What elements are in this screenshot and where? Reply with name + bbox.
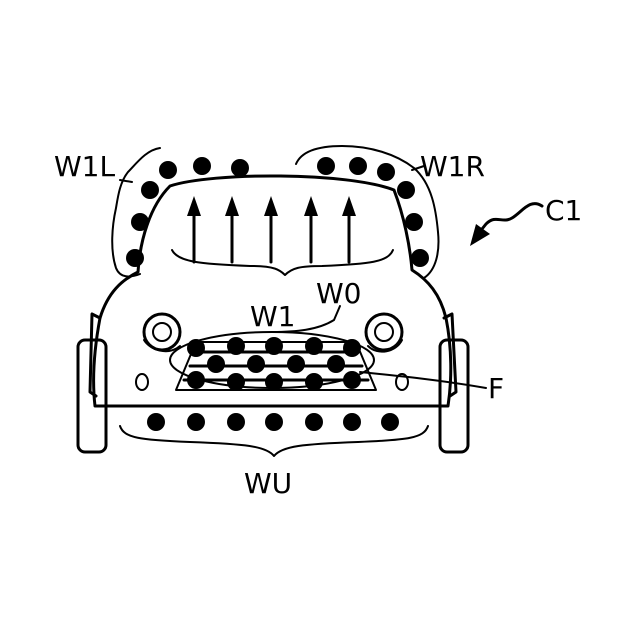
droplet-dot — [227, 373, 245, 391]
right-headlight — [366, 314, 402, 352]
droplet-dot — [305, 337, 323, 355]
droplet-dot — [265, 373, 283, 391]
droplet-dot — [265, 413, 283, 431]
droplet-dot — [207, 355, 225, 373]
droplet-dot — [317, 157, 335, 175]
left-fog-lamp — [136, 374, 148, 390]
label-w1l: W1L — [54, 150, 116, 183]
label-f: F — [488, 372, 504, 405]
droplet-dot — [247, 355, 265, 373]
droplet-dot — [349, 157, 367, 175]
droplet-dot — [327, 355, 345, 373]
droplet-dot — [287, 355, 305, 373]
droplet-dot — [147, 413, 165, 431]
airflow-arrowhead — [304, 196, 318, 216]
droplet-dot — [131, 213, 149, 231]
droplet-dot — [411, 249, 429, 267]
left-headlight — [144, 314, 180, 351]
airflow-arrowhead — [187, 196, 201, 216]
droplet-dot — [343, 339, 361, 357]
droplet-dot — [126, 249, 144, 267]
droplet-dot — [343, 413, 361, 431]
label-w1r: W1R — [420, 150, 485, 183]
windshield-inner-bracket — [172, 250, 393, 275]
label-c1: C1 — [545, 194, 582, 227]
droplet-dot — [305, 413, 323, 431]
droplet-dot — [187, 413, 205, 431]
droplet-dot — [305, 373, 323, 391]
airflow-arrowhead — [342, 196, 356, 216]
droplet-dot — [343, 371, 361, 389]
droplet-dot — [187, 371, 205, 389]
wu-dots — [147, 413, 399, 431]
droplet-dot — [159, 161, 177, 179]
droplet-dot — [265, 337, 283, 355]
droplet-dot — [377, 163, 395, 181]
airflow-arrowhead — [264, 196, 278, 216]
c1-leader-arrowhead — [470, 224, 490, 246]
airflow-arrowhead — [225, 196, 239, 216]
droplet-dot — [227, 413, 245, 431]
droplet-dot — [227, 337, 245, 355]
droplet-dot — [193, 157, 211, 175]
droplet-dot — [231, 159, 249, 177]
airflow-arrows — [187, 196, 356, 262]
droplet-dot — [141, 181, 159, 199]
droplet-dot — [187, 339, 205, 357]
label-w0: W0 — [316, 277, 362, 310]
w1r-dots — [317, 157, 429, 267]
label-wu: WU — [244, 467, 292, 500]
c1-leader-line — [478, 204, 542, 234]
droplet-dot — [381, 413, 399, 431]
label-w1: W1 — [250, 300, 296, 333]
droplet-dot — [397, 181, 415, 199]
droplet-dot — [405, 213, 423, 231]
